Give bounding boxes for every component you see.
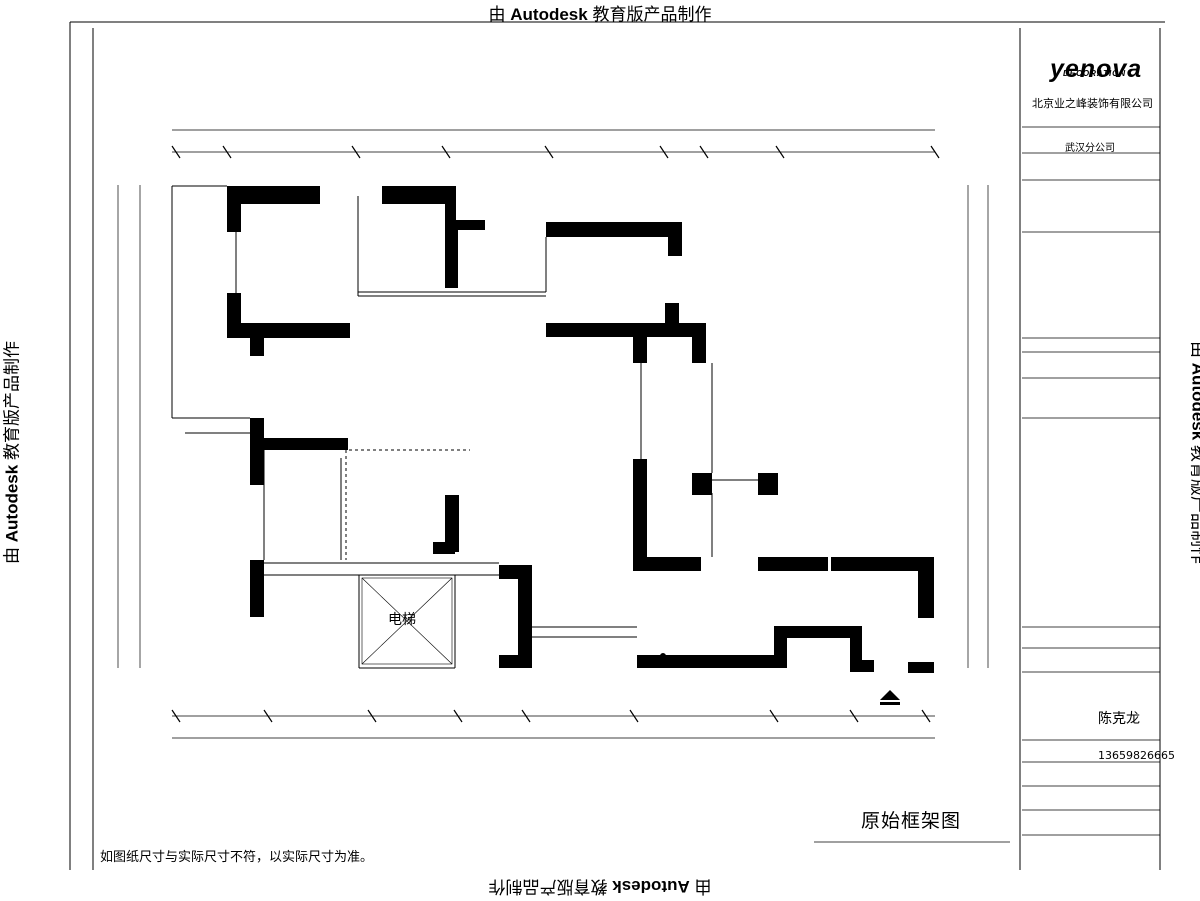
drawing-frame <box>70 22 1165 870</box>
brand-logo-subtitle: DECORATION <box>1063 69 1126 78</box>
title-block-lines <box>814 127 1160 842</box>
drawing-title: 原始框架图 <box>861 806 961 833</box>
dimension-note: 如图纸尺寸与实际尺寸不符，以实际尺寸为准。 <box>100 846 373 865</box>
elevator-label: 电梯 <box>388 609 416 629</box>
designer-name: 陈克龙 <box>1098 708 1140 728</box>
company-name: 北京业之峰装饰有限公司 <box>1032 95 1153 111</box>
structural-walls <box>227 186 934 673</box>
branch-name: 武汉分公司 <box>1065 139 1115 154</box>
column-dot-icon <box>660 653 666 659</box>
designer-phone: 13659826665 <box>1098 749 1175 762</box>
north-arrow-icon <box>880 690 900 705</box>
